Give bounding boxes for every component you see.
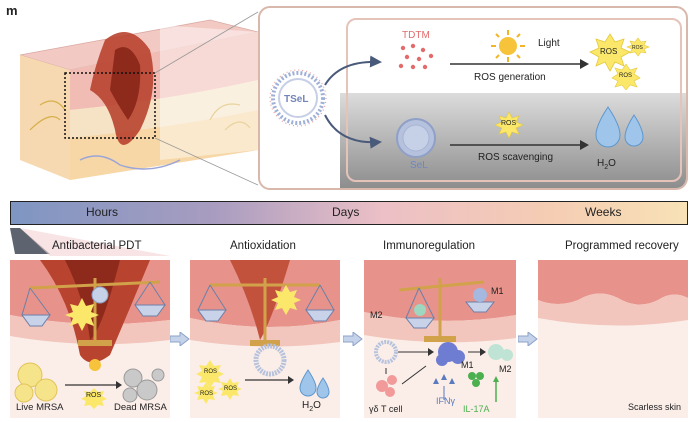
m1-top-label: M1 bbox=[491, 286, 504, 296]
scarless-skin-label: Scarless skin bbox=[628, 402, 682, 412]
tdtm-label: TDTM bbox=[402, 30, 430, 41]
h2o-label-top: H2O bbox=[597, 158, 616, 171]
stage-title-pdt: Antibacterial PDT bbox=[52, 240, 142, 252]
ros-burst-label-bottom: ROS bbox=[619, 73, 633, 79]
il17-label: IL-17A bbox=[463, 404, 490, 414]
stage-arrow-1 bbox=[170, 332, 190, 346]
sun-icon bbox=[491, 30, 525, 62]
ros-scavenging-arrow bbox=[450, 140, 589, 150]
light-label: Light bbox=[538, 38, 560, 49]
timeline-weeks: Weeks bbox=[585, 205, 622, 219]
panel-label: m bbox=[6, 3, 18, 18]
ros-burst-label-small: ROS bbox=[632, 45, 643, 51]
stage-title-antioxidation: Antioxidation bbox=[230, 240, 296, 252]
antiox-ros-label-2: ROS bbox=[200, 391, 214, 397]
timeline-days: Days bbox=[332, 205, 360, 219]
gdt-cell-label: γδ T cell bbox=[369, 404, 403, 414]
stage-antioxidation-illustration bbox=[190, 260, 340, 418]
timeline-bar bbox=[10, 201, 688, 225]
m1-mid-label: M1 bbox=[461, 360, 474, 370]
stage-recovery-illustration bbox=[538, 260, 688, 418]
stage-immunoregulation-illustration bbox=[364, 260, 516, 418]
tsel-label: TSeL bbox=[284, 94, 309, 105]
antiox-ros-label-1: ROS bbox=[204, 369, 218, 375]
m2-mid-label: M2 bbox=[499, 364, 512, 374]
ros-burst-icons bbox=[589, 33, 650, 90]
ros-burst-label-large: ROS bbox=[600, 47, 618, 56]
water-drops-icon bbox=[595, 106, 644, 148]
m2-top-label: M2 bbox=[370, 310, 383, 320]
stage-title-recovery: Programmed recovery bbox=[565, 240, 679, 252]
ros-generation-arrow bbox=[450, 59, 589, 69]
timeline-pointer bbox=[10, 228, 170, 256]
timeline-hours: Hours bbox=[86, 205, 119, 219]
antiox-h2o-label: H2O bbox=[302, 400, 321, 413]
stage-pdt-illustration bbox=[10, 260, 170, 418]
stage-arrow-3 bbox=[518, 332, 538, 346]
ifn-label: IFNγ bbox=[436, 396, 455, 406]
ros-scavenged-icon bbox=[494, 111, 524, 139]
ros-generation-label: ROS generation bbox=[474, 72, 546, 83]
upper-box-border bbox=[346, 18, 682, 182]
ros-scavenging-label: ROS scavenging bbox=[478, 152, 554, 163]
sel-nanoparticle-icon bbox=[396, 118, 436, 158]
branch-arrows bbox=[324, 55, 382, 149]
stage-arrow-2 bbox=[343, 332, 363, 346]
ros-scavenged-label: ROS bbox=[501, 120, 517, 127]
skin-block-illustration bbox=[19, 11, 259, 186]
sel-label: SeL bbox=[410, 160, 428, 171]
stage-title-immunoregulation: Immunoregulation bbox=[383, 240, 476, 252]
antiox-ros-label-3: ROS bbox=[224, 386, 238, 392]
tdtm-dots bbox=[398, 43, 434, 70]
tsel-nanoparticle-icon bbox=[269, 69, 327, 127]
pdt-ros-label: ROS bbox=[86, 392, 102, 399]
dead-mrsa-label: Dead MRSA bbox=[114, 402, 167, 413]
live-mrsa-label: Live MRSA bbox=[16, 402, 64, 413]
